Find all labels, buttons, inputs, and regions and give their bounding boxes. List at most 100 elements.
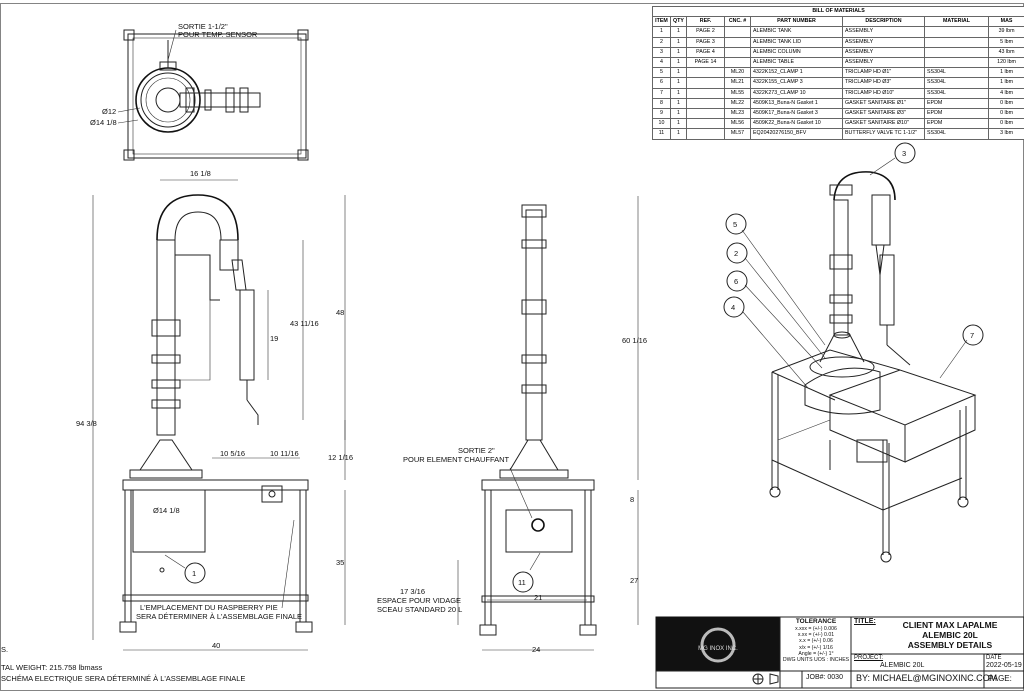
project-label: PROJECT:	[854, 655, 884, 661]
sortie-label-1: SORTIE 1-1/2"	[178, 22, 228, 31]
bom-header-cell: MAS	[987, 16, 1024, 28]
dim-60-label: 60 1/16	[622, 336, 647, 345]
balloon-1-label: 4	[731, 303, 735, 312]
title-line-3: ASSEMBLY DETAILS	[907, 640, 993, 650]
bom-cell	[724, 46, 751, 59]
bom-title: BILL OF MATERIALS	[651, 5, 1024, 18]
tolerance-title: TOLERANCE	[795, 618, 837, 625]
side-view: 60 1/16 SORTIE 2" POUR ELEMENT CHAUFFANT…	[377, 196, 647, 654]
top-view: SORTIE 1-1/2" POUR TEMP. SENSOR Ø12 Ø14 …	[90, 22, 309, 161]
bom-cell	[924, 36, 989, 48]
bom-cell: 3	[652, 46, 671, 59]
bom-cell: 4509K17_Buna-N Gasket 3	[750, 108, 843, 120]
bom-cell: PAGE 3	[686, 36, 725, 48]
bom-cell: ML21	[724, 77, 751, 89]
total-weight-note: TAL WEIGHT: 215.758 lbmass	[1, 663, 103, 672]
project-value: ALEMBIC 20L	[880, 662, 925, 669]
bom-cell: 4	[652, 57, 671, 69]
bom-cell: 43 lbm	[987, 46, 1024, 59]
bom-cell: TRICLAMP HD Ø3"	[842, 77, 925, 89]
tolerance-list: x.xxx = (+/-) 0.006 x.xx = (+/-) 0.01 x.…	[782, 626, 850, 663]
bom-cell: EPDM	[924, 118, 989, 130]
bom-cell: 1	[670, 57, 687, 69]
dim-17-label: 17 3/16	[400, 587, 425, 596]
bom-cell: ALEMBIC TABLE	[750, 57, 843, 69]
bom-cell: EPDM	[924, 97, 989, 110]
bom-cell: 1	[652, 26, 671, 38]
bom-cell	[924, 57, 989, 69]
bom-cell	[686, 87, 725, 99]
bom-cell	[686, 108, 725, 120]
schema-note: SCHÉMA ELECTRIQUE SERA DÉTERMINÉ À L'ASS…	[1, 674, 245, 683]
balloon-2	[726, 242, 748, 264]
bom-cell: 1	[670, 118, 687, 130]
bom-cell: GASKET SANITAIRE Ø3"	[842, 108, 925, 120]
balloon-7	[726, 270, 748, 292]
bom-cell: TRICLAMP HD Ø1"	[842, 67, 925, 79]
bom-cell	[924, 46, 989, 59]
notes-label: S.	[1, 645, 8, 654]
bom-cell: EQ20420276150_BFV	[750, 128, 843, 140]
bom-cell: 4509K13_Buna-N Gasket 1	[750, 97, 843, 110]
bom-cell: 1 lbm	[987, 77, 1024, 89]
bom-cell: 4322K152_CLAMP 1	[750, 67, 843, 79]
sortie2-label-2: POUR ELEMENT CHAUFFANT	[403, 455, 510, 464]
bom-cell	[724, 36, 751, 48]
bom-cell: ML20	[724, 67, 751, 79]
bom-cell: 6	[652, 77, 671, 89]
logo-mark	[700, 627, 736, 663]
bom-cell: BUTTERFLY VALVE TC 1-1/2"	[842, 128, 925, 140]
date-value: 2022-05-19	[986, 662, 1022, 669]
dim-35-label: 35	[336, 558, 344, 567]
title-label: TITLE:	[854, 618, 876, 625]
units-line: DWG UNITS UOS : INCHES	[782, 657, 850, 664]
rpi-note-1: L'EMPLACEMENT DU RASPBERRY PIE	[140, 603, 278, 612]
bom-cell: 2	[652, 36, 671, 48]
bom-cell	[686, 77, 725, 89]
bom-cell	[686, 118, 725, 130]
dim-48-label: 48	[336, 308, 344, 317]
bom-cell: GASKET SANITAIRE Ø1"	[842, 97, 925, 110]
balloon-4-label: 7	[970, 331, 974, 340]
bom-cell: 1	[670, 87, 687, 99]
bom-cell: SS304L	[924, 128, 989, 140]
bom-cell: 0 lbm	[987, 108, 1024, 120]
bom-cell: 1	[670, 97, 687, 110]
dim-21-label: 21	[534, 593, 542, 602]
bom-cell	[686, 67, 725, 79]
bom-cell: ASSEMBLY	[842, 36, 925, 48]
diameter-14-tank-label: Ø14 1/8	[153, 506, 180, 515]
dim-19-label: 19	[270, 334, 278, 343]
bom-cell: ALEMBIC TANK LID	[750, 36, 843, 48]
bom-cell: 8	[652, 97, 671, 110]
balloon-11-label: 11	[518, 578, 526, 587]
dim-24-label: 24	[532, 645, 540, 654]
dim-94-label: 94 3/8	[76, 419, 97, 428]
author-email: BY: MICHAEL@MGINOXINC.COM	[856, 673, 998, 683]
bom-header-row: ITEM QTY REF. CNC. # PART NUMBER DESCRIP…	[652, 16, 1024, 28]
tolerance-line: Angle = (+/-) 1°	[798, 650, 834, 657]
bom-cell: 120 lbm	[987, 57, 1024, 69]
bom-cell: 39 lbm	[987, 26, 1024, 38]
bom-cell: 0 lbm	[987, 118, 1024, 130]
bom-cell	[924, 26, 989, 38]
bom-cell: 9	[652, 108, 671, 120]
balloon-11	[512, 571, 534, 593]
bom-cell: ML22	[724, 97, 751, 110]
dim-27-label: 27	[630, 576, 638, 585]
bom-header-cell: CNC. #	[724, 16, 751, 28]
tolerance-line: x.xx = (+/-) 0.01	[797, 632, 835, 639]
balloon-6	[725, 213, 747, 235]
isometric-view: 3 5 2 6 4 7	[723, 142, 984, 563]
page-label: PAGE:	[988, 674, 1012, 683]
tolerance-line: x.x = (+/-) 0.06	[799, 638, 833, 645]
diameter-14-top-label: Ø14 1/8	[90, 118, 117, 127]
bom-cell: 1	[670, 108, 687, 120]
